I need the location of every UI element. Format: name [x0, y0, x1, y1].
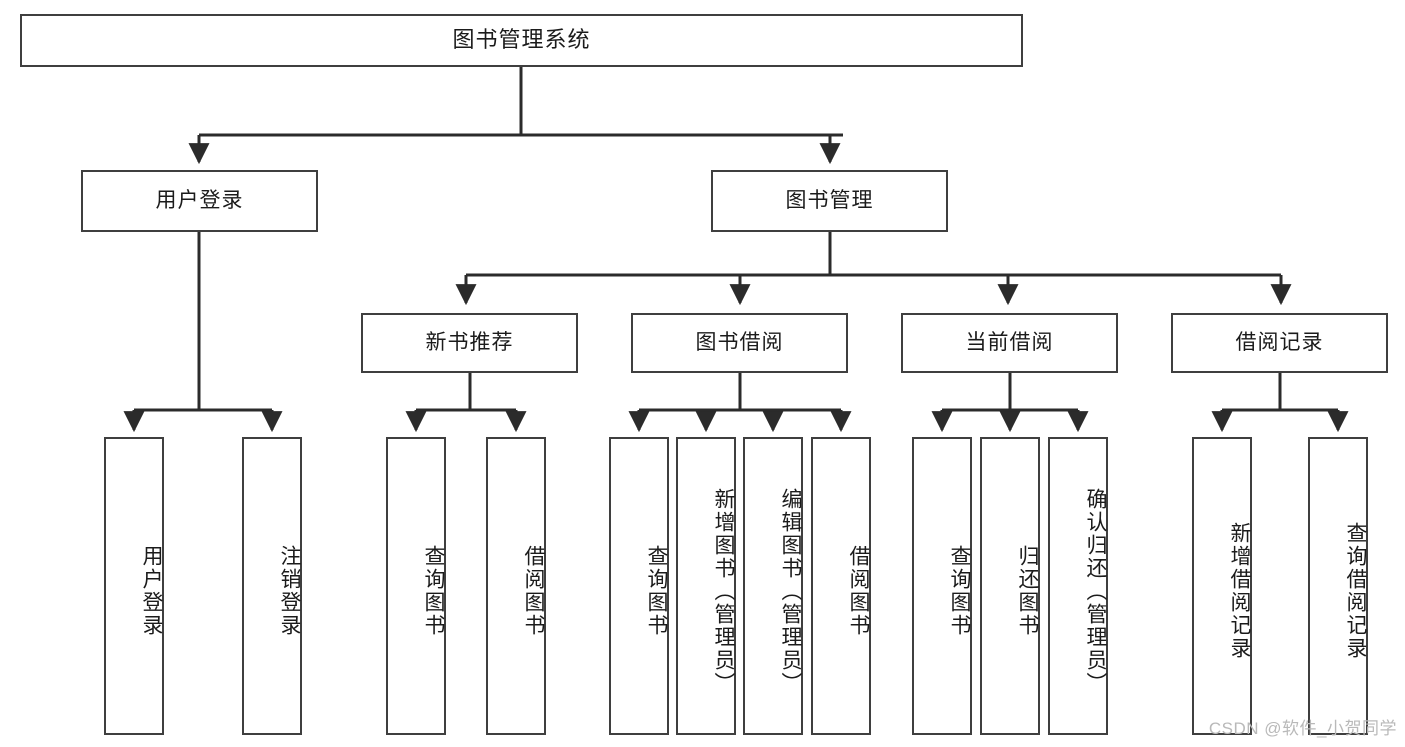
- node-borrow-record[interactable]: 借阅记录: [1171, 313, 1388, 373]
- node-label: 确认归还（管理员）: [1084, 487, 1107, 695]
- watermark-text: CSDN @软件_小贺同学: [1208, 719, 1397, 738]
- node-label: 当前借阅: [965, 331, 1054, 355]
- leaf-edit-book-admin[interactable]: 编辑图书（管理员）: [743, 437, 803, 735]
- node-label: 用户登录: [155, 189, 244, 213]
- leaf-confirm-return-admin[interactable]: 确认归还（管理员）: [1048, 437, 1108, 735]
- leaf-add-borrow-record[interactable]: 新增借阅记录: [1192, 437, 1252, 735]
- node-label: 注销登录: [278, 545, 301, 637]
- node-label: 借阅图书: [847, 545, 870, 637]
- node-label: 图书管理: [785, 189, 874, 213]
- node-book-borrow[interactable]: 图书借阅: [631, 313, 848, 373]
- node-label: 查询借阅记录: [1344, 522, 1367, 660]
- node-label: 图书借阅: [695, 331, 784, 355]
- node-label: 新增借阅记录: [1228, 522, 1251, 660]
- node-user-login[interactable]: 用户登录: [81, 170, 318, 232]
- leaf-return-book[interactable]: 归还图书: [980, 437, 1040, 735]
- leaf-borrow-book-recommend[interactable]: 借阅图书: [486, 437, 546, 735]
- node-root-system[interactable]: 图书管理系统: [20, 14, 1023, 67]
- leaf-borrow-book[interactable]: 借阅图书: [811, 437, 871, 735]
- node-label: 借阅记录: [1235, 331, 1324, 355]
- node-label: 借阅图书: [522, 545, 545, 637]
- node-current-borrow[interactable]: 当前借阅: [901, 313, 1118, 373]
- leaf-query-borrow-record[interactable]: 查询借阅记录: [1308, 437, 1368, 735]
- leaf-logout[interactable]: 注销登录: [242, 437, 302, 735]
- node-new-book-recommend[interactable]: 新书推荐: [361, 313, 578, 373]
- node-label: 新增图书（管理员）: [712, 487, 735, 695]
- node-label: 编辑图书（管理员）: [779, 487, 802, 695]
- node-label: 归还图书: [1016, 545, 1039, 637]
- node-label: 查询图书: [422, 545, 445, 637]
- leaf-query-book-current[interactable]: 查询图书: [912, 437, 972, 735]
- node-label: 用户登录: [140, 545, 163, 637]
- leaf-user-login[interactable]: 用户登录: [104, 437, 164, 735]
- node-label: 新书推荐: [425, 331, 514, 355]
- node-label: 图书管理系统: [452, 27, 591, 53]
- node-book-management[interactable]: 图书管理: [711, 170, 948, 232]
- leaf-query-book-borrow[interactable]: 查询图书: [609, 437, 669, 735]
- leaf-add-book-admin[interactable]: 新增图书（管理员）: [676, 437, 736, 735]
- leaf-query-book-recommend[interactable]: 查询图书: [386, 437, 446, 735]
- node-label: 查询图书: [948, 545, 971, 637]
- node-label: 查询图书: [645, 545, 668, 637]
